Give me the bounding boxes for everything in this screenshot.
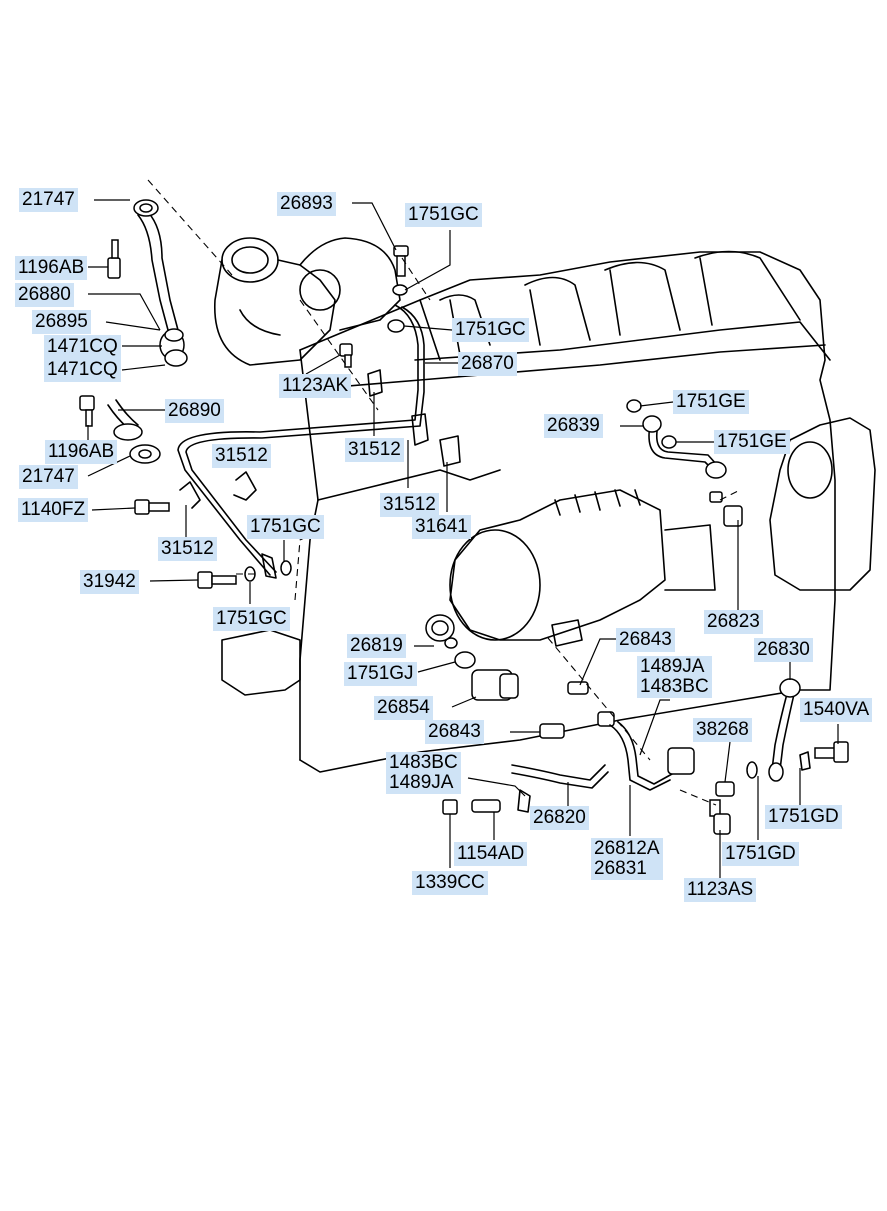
part-label-1751gd-b[interactable]: 1751GD: [722, 842, 799, 866]
part-label-1471cq-b[interactable]: 1471CQ: [44, 358, 121, 382]
part-label-31641[interactable]: 31641: [412, 515, 471, 539]
side-housing: [769, 417, 876, 591]
part-label-31942[interactable]: 31942: [80, 570, 139, 594]
part-label-31512-left[interactable]: 31512: [212, 444, 271, 468]
part-label-31512-center-low[interactable]: 31512: [380, 493, 439, 517]
part-label-1339cc[interactable]: 1339CC: [412, 871, 488, 895]
part-label-26839[interactable]: 26839: [544, 414, 603, 438]
part-label-1751gc-low[interactable]: 1751GC: [213, 607, 290, 631]
injection-pump: [449, 489, 716, 641]
part-label-26880[interactable]: 26880: [15, 283, 74, 307]
bolts: [79, 239, 849, 835]
part-label-1140fz[interactable]: 1140FZ: [18, 498, 89, 522]
part-label-26870[interactable]: 26870: [458, 352, 517, 376]
part-label-31512-low-left[interactable]: 31512: [158, 537, 217, 561]
part-label-1123as[interactable]: 1123AS: [684, 878, 757, 902]
part-label-26854[interactable]: 26854: [374, 696, 433, 720]
part-label-21747-bottom[interactable]: 21747: [19, 465, 78, 489]
part-label-1196ab-bottom[interactable]: 1196AB: [45, 440, 118, 464]
washers: [244, 284, 758, 779]
part-label-26830[interactable]: 26830: [754, 638, 813, 662]
part-label-26843-a[interactable]: 26843: [616, 628, 675, 652]
part-label-1751ge-b[interactable]: 1751GE: [714, 430, 790, 454]
part-label-1471cq-a[interactable]: 1471CQ: [44, 335, 121, 359]
alignment-lines: [147, 179, 741, 806]
front-cover: [221, 629, 301, 696]
part-label-1489ja-1483bc[interactable]: 1489JA 1483BC: [637, 656, 712, 698]
part-label-1751gj[interactable]: 1751GJ: [344, 662, 417, 686]
part-label-26819[interactable]: 26819: [347, 634, 406, 658]
leader-lines: [87, 199, 839, 878]
part-label-1751gc-right[interactable]: 1751GC: [452, 318, 529, 342]
part-label-26812a-26831[interactable]: 26812A 26831: [591, 838, 663, 880]
part-label-1123ak[interactable]: 1123AK: [279, 374, 352, 398]
part-label-38268[interactable]: 38268: [693, 718, 752, 742]
turbocharger: [214, 237, 401, 366]
part-label-26823[interactable]: 26823: [704, 610, 763, 634]
oil-pipe-26870: [177, 304, 419, 576]
part-label-26890[interactable]: 26890: [165, 399, 224, 423]
part-label-1751gd-a[interactable]: 1751GD: [765, 805, 842, 829]
part-label-1540va[interactable]: 1540VA: [800, 698, 873, 722]
return-pipe-26880: [137, 211, 179, 331]
part-label-1751gc-top[interactable]: 1751GC: [405, 203, 482, 227]
part-label-31512-center[interactable]: 31512: [345, 438, 404, 462]
part-label-1154ad[interactable]: 1154AD: [454, 842, 528, 866]
part-label-1483bc-1489ja[interactable]: 1483BC 1489JA: [386, 752, 461, 794]
part-label-1751ge-a[interactable]: 1751GE: [673, 390, 749, 414]
part-label-26893[interactable]: 26893: [277, 192, 336, 216]
part-label-21747-top[interactable]: 21747: [19, 188, 78, 212]
part-label-26895[interactable]: 26895: [32, 310, 91, 334]
part-label-1196ab-top[interactable]: 1196AB: [15, 256, 88, 280]
part-label-26820[interactable]: 26820: [530, 806, 589, 830]
part-label-1751gc-mid[interactable]: 1751GC: [247, 515, 324, 539]
part-label-26843-b[interactable]: 26843: [425, 720, 484, 744]
